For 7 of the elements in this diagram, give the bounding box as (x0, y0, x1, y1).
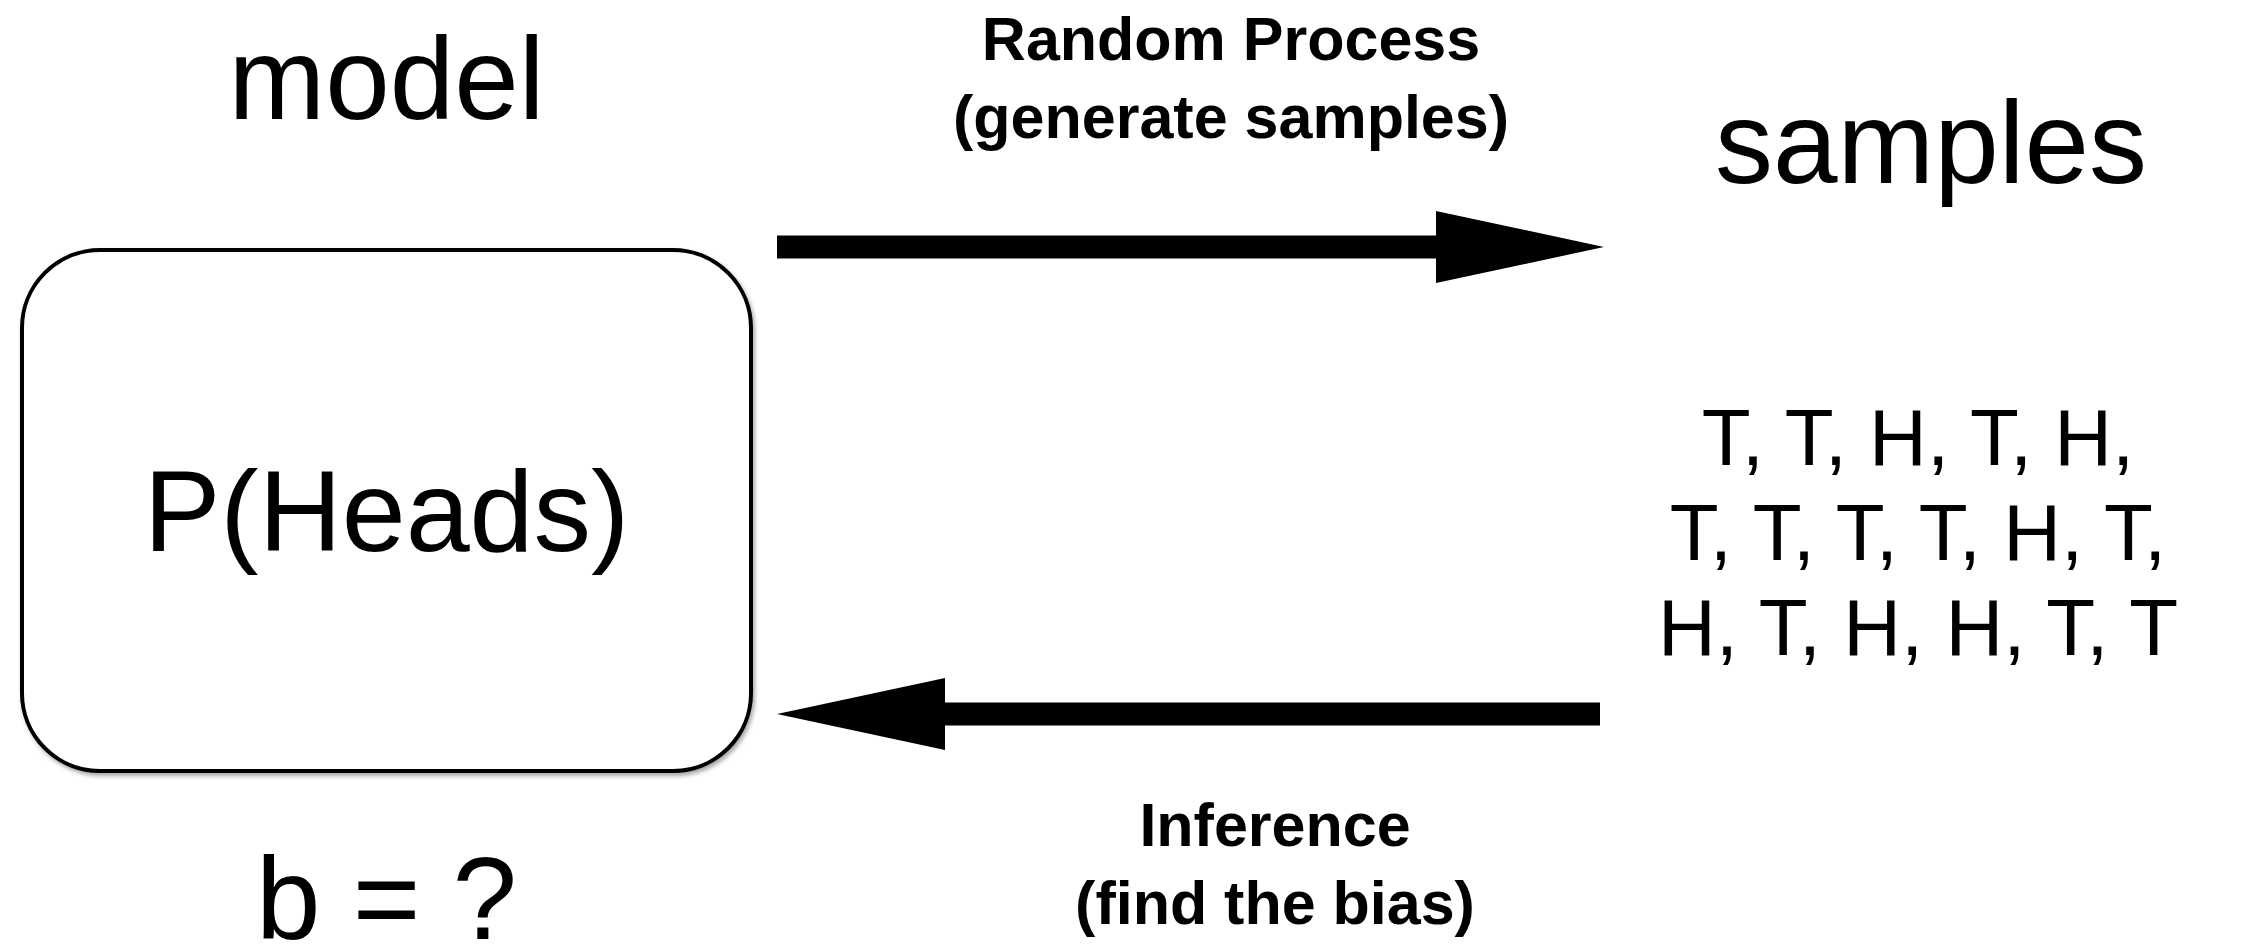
caption-text: b = ? (255, 833, 518, 949)
arrow (777, 211, 1604, 283)
box-text: P(Heads) (143, 445, 630, 577)
sample-sequence: T, T, H, T, H, T, T, T, T, H, T, H, T, H, H, T, T (1656, 392, 2180, 674)
heading-text: model (228, 13, 545, 146)
arrow (777, 678, 1600, 750)
heading-text: samples (1715, 77, 2147, 210)
